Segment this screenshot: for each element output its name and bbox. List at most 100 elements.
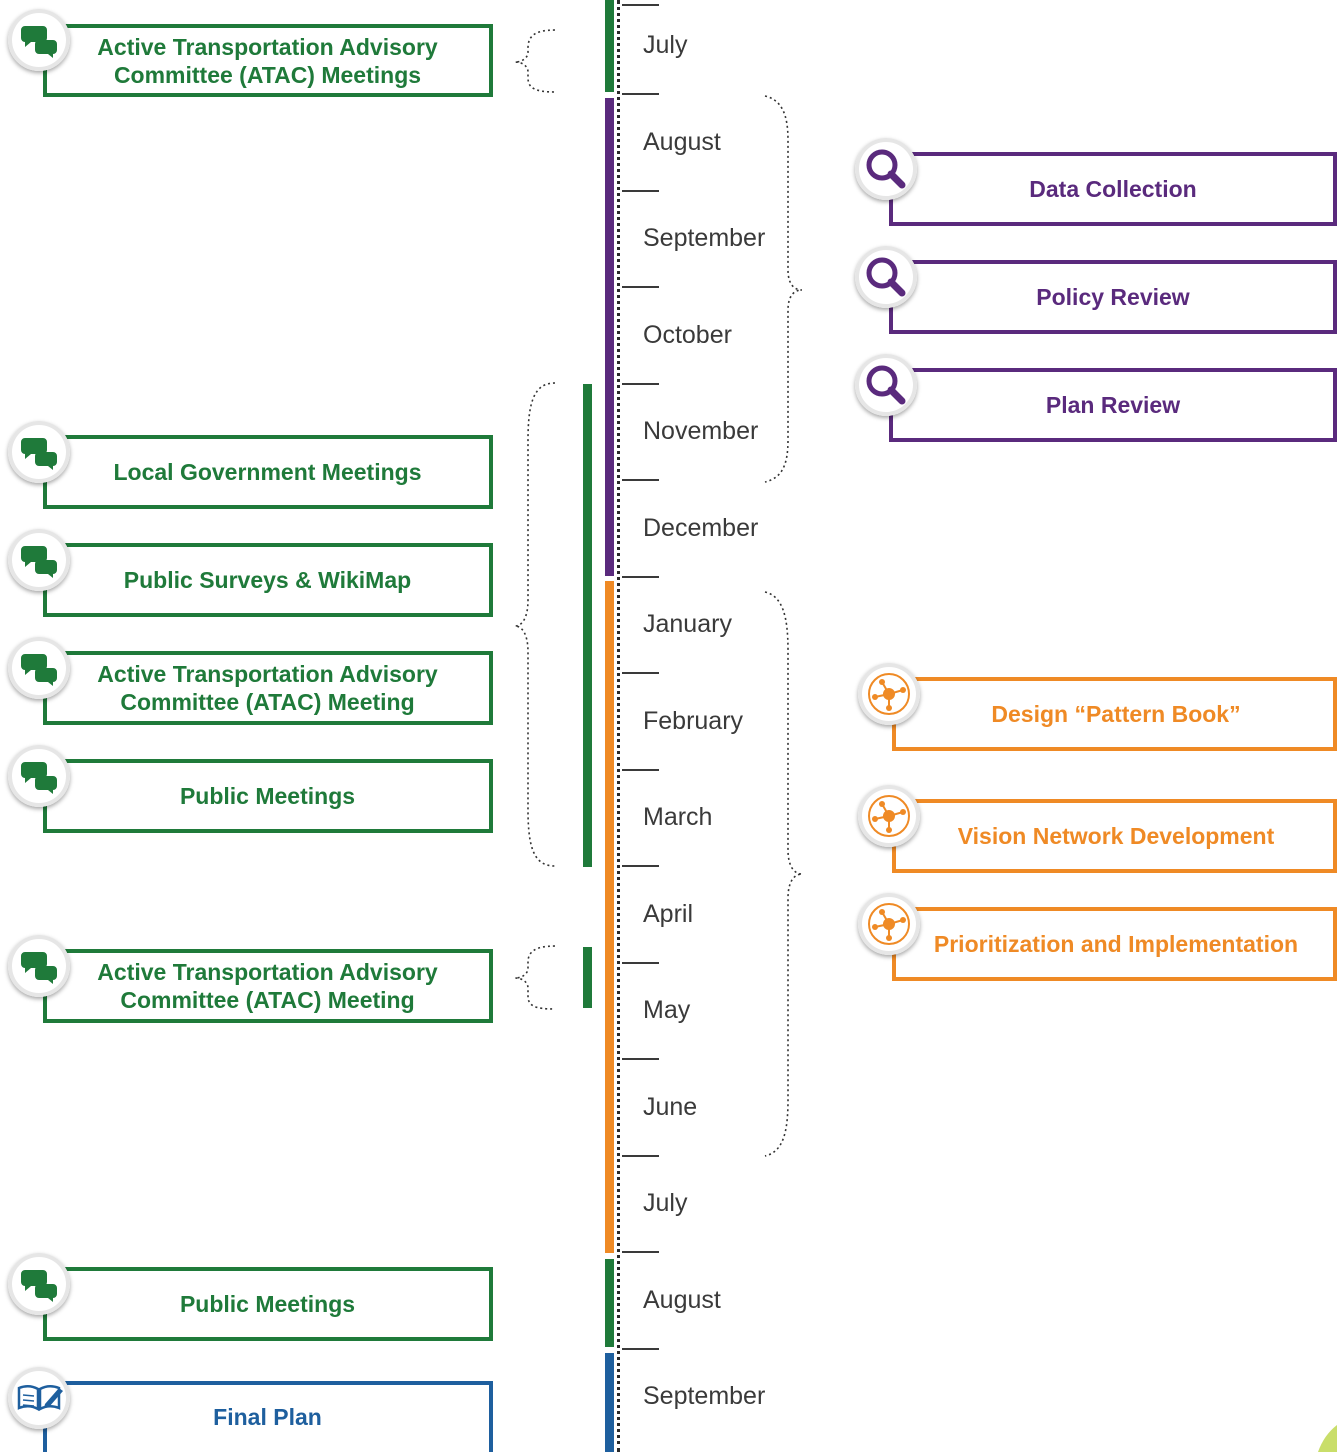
item-label: Local Government Meetings xyxy=(113,459,422,485)
item-frame-stub xyxy=(43,1424,47,1452)
month-label: August xyxy=(643,1286,721,1314)
item-frame xyxy=(43,1267,493,1341)
item-frame xyxy=(889,260,1337,334)
item-frame-stub xyxy=(889,306,893,334)
chat-bubbles-icon xyxy=(8,421,70,483)
item-frame xyxy=(43,651,493,725)
item-frame-stub xyxy=(43,481,47,509)
item-frame xyxy=(43,24,493,97)
network-hub-icon xyxy=(858,785,920,847)
item-frame-stub xyxy=(43,589,47,617)
chat-bubbles-icon xyxy=(8,529,70,591)
item-frame-stub xyxy=(892,723,896,751)
item-frame-stub xyxy=(892,953,896,981)
corner-leaf-accent xyxy=(1318,1425,1337,1452)
month-label: September xyxy=(643,1382,766,1410)
item-label: Policy Review xyxy=(1036,284,1190,310)
month-label: August xyxy=(643,128,721,156)
month-tick xyxy=(622,769,659,771)
engagement-bar xyxy=(583,947,592,1008)
month-label: July xyxy=(643,31,688,59)
month-label: July xyxy=(643,1189,688,1217)
month-tick xyxy=(622,479,659,481)
left-brace xyxy=(514,382,556,867)
item-frame xyxy=(43,949,493,1023)
chat-bubbles-icon xyxy=(8,9,70,71)
item-frame xyxy=(892,907,1337,981)
phase-bar-final xyxy=(605,1353,614,1452)
month-label: November xyxy=(643,417,759,445)
left-brace xyxy=(514,29,556,93)
month-tick xyxy=(622,865,659,867)
month-label: September xyxy=(643,224,766,252)
item-frame xyxy=(43,435,493,509)
magnifier-icon xyxy=(855,354,917,416)
open-book-pencil-icon xyxy=(8,1367,70,1429)
month-label: October xyxy=(643,321,732,349)
item-label: Data Collection xyxy=(1029,176,1197,202)
month-tick xyxy=(622,962,659,964)
month-label: December xyxy=(643,514,759,542)
network-hub-icon xyxy=(858,663,920,725)
item-label: Prioritization and Implementation xyxy=(933,931,1299,957)
network-hub-icon xyxy=(858,893,920,955)
item-frame xyxy=(43,1381,493,1452)
month-tick xyxy=(622,4,659,6)
item-frame-stub xyxy=(889,198,893,226)
item-frame-stub xyxy=(892,845,896,873)
item-label: Public Meetings xyxy=(179,1291,356,1317)
item-label: Public Meetings xyxy=(179,783,356,809)
item-frame xyxy=(43,759,493,833)
chat-bubbles-icon xyxy=(8,1253,70,1315)
phase-bar-engagement xyxy=(605,1259,614,1347)
item-label: Final Plan xyxy=(213,1404,322,1430)
month-label: April xyxy=(643,900,694,928)
item-frame-stub xyxy=(43,697,47,725)
month-tick xyxy=(622,1155,659,1157)
month-label: May xyxy=(643,996,691,1024)
phase-bar-development xyxy=(605,581,614,1253)
magnifier-icon xyxy=(855,138,917,200)
item-frame xyxy=(892,677,1337,751)
month-tick xyxy=(622,93,659,95)
item-frame xyxy=(43,543,493,617)
phase-bar-engagement xyxy=(605,0,614,92)
month-label: June xyxy=(643,1093,698,1121)
item-label: Public Surveys & WikiMap xyxy=(123,567,412,593)
item-frame-stub xyxy=(889,414,893,442)
item-frame-stub xyxy=(43,805,47,833)
item-label: Vision Network Development xyxy=(957,823,1275,849)
item-frame xyxy=(889,368,1337,442)
item-frame xyxy=(889,152,1337,226)
item-label: Design “Pattern Book” xyxy=(991,701,1241,727)
item-label: Plan Review xyxy=(1045,392,1181,418)
phase-bar-analysis xyxy=(605,98,614,576)
item-frame xyxy=(892,799,1337,873)
item-frame-stub xyxy=(43,995,47,1023)
item-label: Active Transportation Advisory Committee… xyxy=(97,959,438,1013)
item-frame-stub xyxy=(43,1313,47,1341)
item-label: Active Transportation Advisory Committee… xyxy=(97,33,438,88)
item-frame-stub xyxy=(43,69,47,97)
month-label: February xyxy=(643,707,744,735)
magnifier-icon xyxy=(855,246,917,308)
month-tick xyxy=(622,1348,659,1350)
left-brace xyxy=(514,945,556,1010)
timeline-axis xyxy=(617,0,620,1452)
chat-bubbles-icon xyxy=(8,935,70,997)
chat-bubbles-icon xyxy=(8,637,70,699)
month-label: January xyxy=(643,610,732,638)
right-brace xyxy=(764,95,803,483)
month-tick xyxy=(622,286,659,288)
month-tick xyxy=(622,672,659,674)
engagement-bar xyxy=(583,384,592,867)
item-label: Active Transportation Advisory Committee… xyxy=(97,661,438,715)
month-tick xyxy=(622,383,659,385)
month-tick xyxy=(622,190,659,192)
month-label: March xyxy=(643,803,713,831)
month-tick xyxy=(622,576,659,578)
right-brace xyxy=(764,591,803,1157)
month-tick xyxy=(622,1251,659,1253)
month-tick xyxy=(622,1058,659,1060)
chat-bubbles-icon xyxy=(8,745,70,807)
